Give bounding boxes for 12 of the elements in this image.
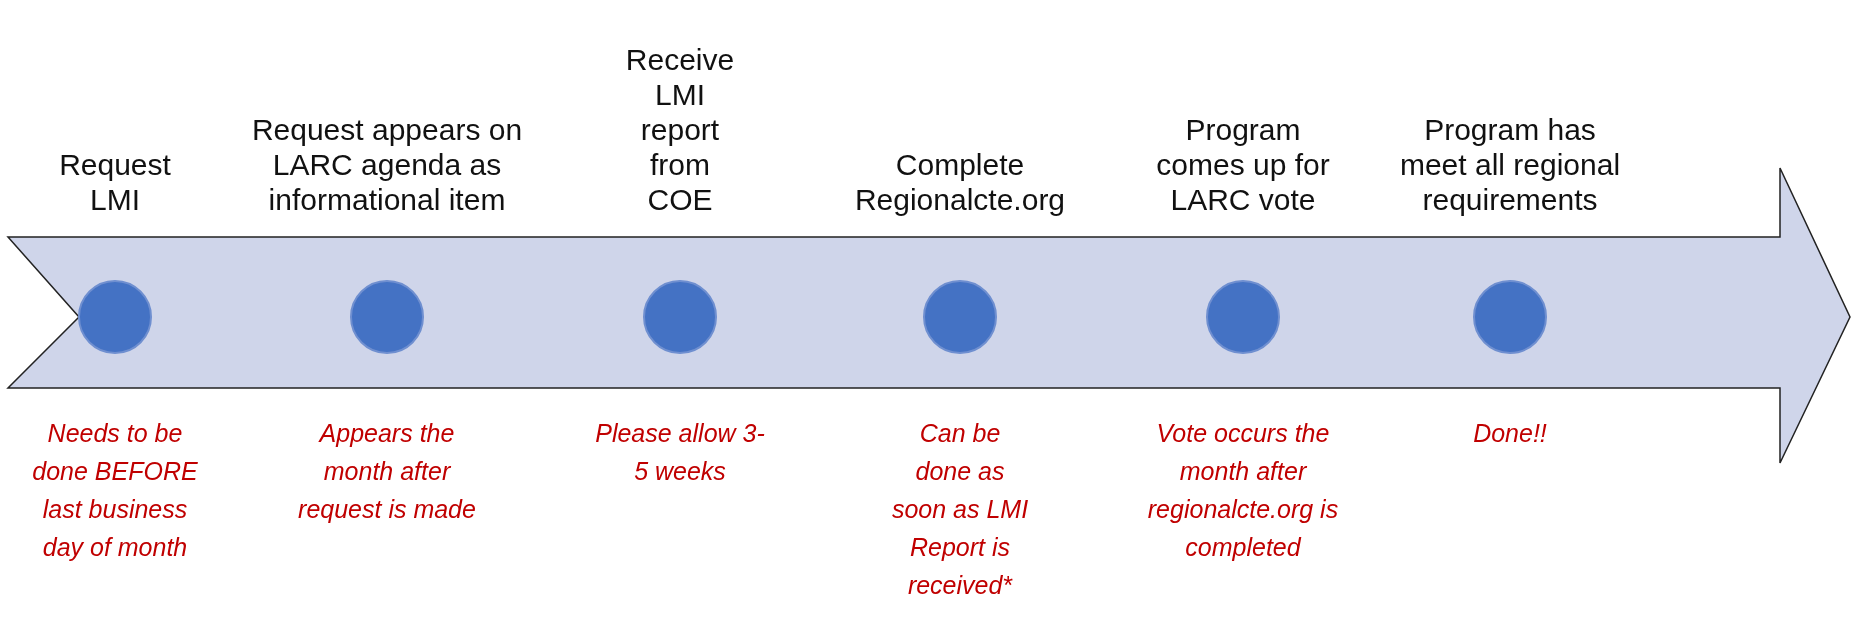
milestone-label: Receive LMI report from COE (624, 42, 736, 217)
milestone-label: Request LMI (58, 147, 172, 217)
milestone-label: Request appears on LARC agenda as informational item (250, 112, 524, 217)
milestone-label: Program comes up for LARC vote (1155, 112, 1331, 217)
milestone-note: Needs to be done BEFORE last business day of month (31, 418, 199, 563)
milestone-note: Appears the month after request is made (297, 418, 477, 525)
milestone-label: Program has meet all regional requirements (1398, 112, 1622, 217)
milestone-note: Done!! (1472, 418, 1548, 449)
milestone-note: Can be done as soon as LMI Report is received* (890, 418, 1030, 601)
milestone-note: Please allow 3-5 weeks (594, 418, 766, 487)
milestone-label: Complete Regionalcte.org (853, 147, 1067, 217)
milestone-note: Vote occurs the month after regionalcte.org is completed (1146, 418, 1340, 563)
